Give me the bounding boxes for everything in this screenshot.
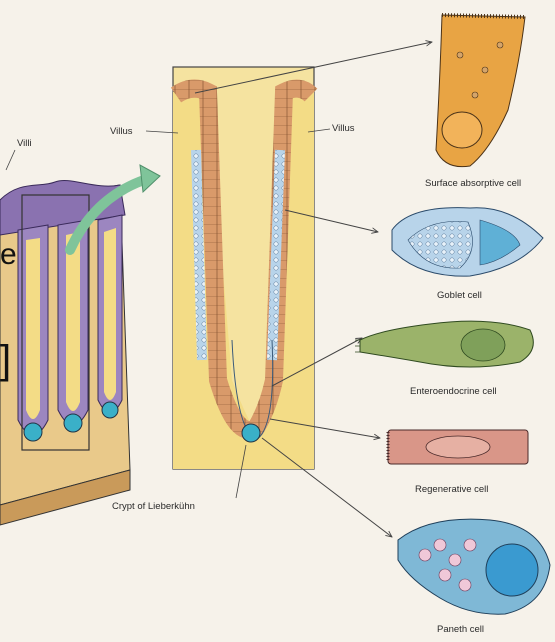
crypt-villus-panel (173, 67, 314, 469)
villus-left-label: Villus (110, 126, 133, 138)
edge-bracket-fragment: ] (0, 338, 11, 383)
edge-letter-fragment: e (0, 238, 17, 272)
green-arrow-head (140, 165, 160, 192)
paneth-cell-label: Paneth cell (437, 624, 484, 636)
paneth-cell-drawing (398, 519, 550, 614)
crypt-label: Crypt of Lieberkühn (112, 501, 195, 513)
regenerative-cell-drawing (388, 430, 528, 464)
goblet-cell-drawing (392, 208, 543, 276)
regenerative-cell-label: Regenerative cell (415, 484, 488, 496)
villi-block (0, 180, 130, 525)
enteroendocrine-cell-label: Enteroendocrine cell (410, 386, 497, 398)
enteroendocrine-cell-drawing (355, 321, 533, 367)
villus-right-label: Villus (332, 123, 355, 135)
goblet-cell-label: Goblet cell (437, 290, 482, 302)
surface-absorptive-cell-drawing (436, 15, 525, 167)
villi-label: Villi (17, 138, 32, 150)
surface-absorptive-cell-label: Surface absorptive cell (425, 178, 521, 190)
